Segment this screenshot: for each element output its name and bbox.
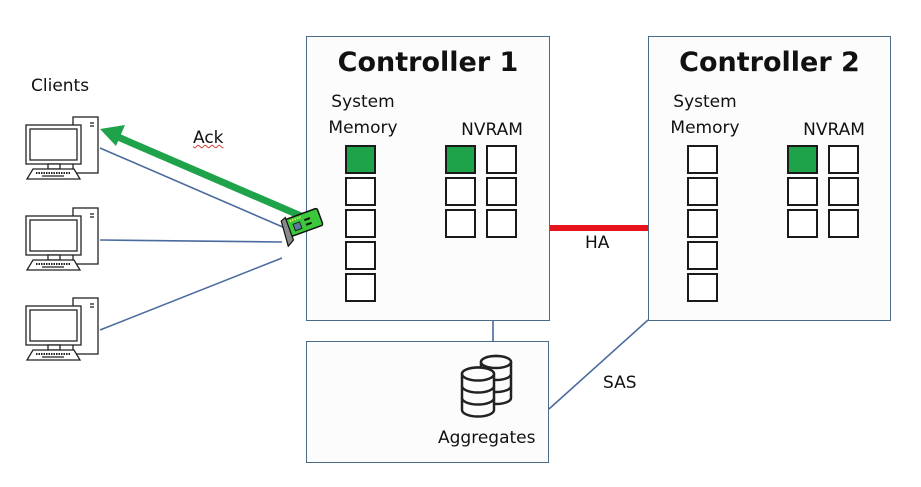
desktop-computer-icon [25,297,99,361]
controller-title: Controller 1 [337,47,519,78]
desktop-computer-icon [25,207,99,271]
ha-label: HA [585,233,610,253]
memory-cell-empty [787,209,818,238]
memory-cell-filled [345,145,376,174]
system-memory-label: System Memory [328,92,398,138]
nvram-label: NVRAM [461,120,523,140]
clients-label: Clients [31,76,90,96]
system-memory-label: System Memory [670,92,740,138]
memory-cell-empty [787,177,818,206]
controller-1[interactable]: Controller 1 System Memory NVRAM [306,36,550,321]
memory-cell-filled [445,145,476,174]
client-2-link [99,239,283,243]
client-3-link [99,257,283,331]
memory-cell-empty [445,209,476,238]
ack-label: Ack [193,128,224,148]
controller-title: Controller 2 [679,47,860,78]
memory-cell-empty [828,209,859,238]
desktop-computer-icon [25,116,99,180]
controller-2[interactable]: Controller 2 System Memory NVRAM [648,36,891,321]
sas-label: SAS [603,373,637,393]
memory-cell-empty [687,273,718,302]
client-1-link [99,147,286,229]
memory-cell-empty [687,145,718,174]
aggregates-box[interactable]: Aggregates [306,341,549,463]
memory-cell-empty [345,241,376,270]
memory-cell-filled [787,145,818,174]
aggregates-label: Aggregates [438,428,536,448]
memory-cell-empty [687,241,718,270]
memory-cell-empty [486,177,517,206]
memory-cell-empty [486,145,517,174]
memory-cell-empty [828,177,859,206]
nvram-label: NVRAM [803,120,865,140]
database-icon [460,354,513,418]
memory-cell-empty [345,177,376,206]
sas-link [548,319,649,410]
memory-cell-empty [486,209,517,238]
memory-cell-empty [687,177,718,206]
memory-cell-empty [345,209,376,238]
memory-cell-empty [687,209,718,238]
memory-cell-empty [345,273,376,302]
memory-cell-empty [445,177,476,206]
memory-cell-empty [828,145,859,174]
